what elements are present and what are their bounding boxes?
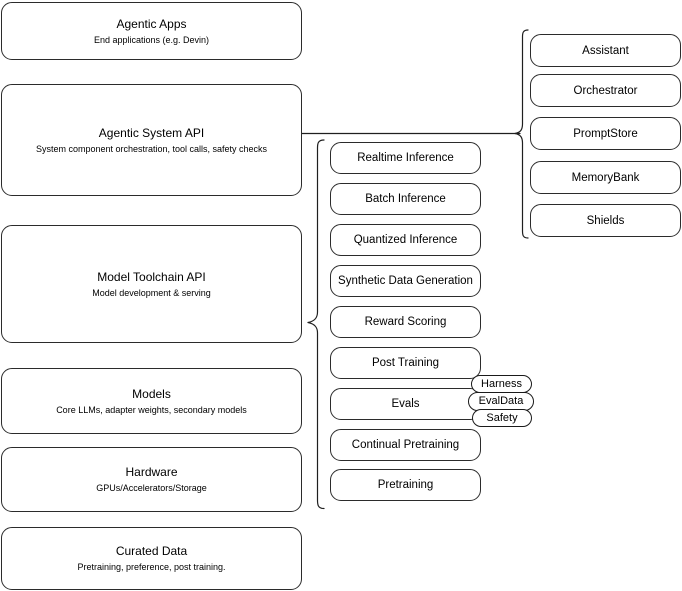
system-component-memorybank[interactable]: MemoryBank (530, 161, 681, 194)
evals-tag-label: Harness (481, 377, 522, 390)
system-component-promptstore[interactable]: PromptStore (530, 117, 681, 150)
capability-post-training[interactable]: Post Training (330, 347, 481, 379)
capability-realtime-inference[interactable]: Realtime Inference (330, 142, 481, 174)
layer-title: Hardware (125, 465, 178, 479)
capability-label: Realtime Inference (357, 152, 454, 164)
capability-synthetic-data-generation[interactable]: Synthetic Data Generation (330, 265, 481, 297)
layer-title: Agentic System API (98, 125, 205, 140)
system-components-brace (512, 26, 534, 248)
agentic-system-connector (300, 126, 524, 142)
system-component-label: PromptStore (573, 127, 638, 140)
layer-title: Model Toolchain API (97, 269, 206, 284)
system-component-label: Shields (586, 214, 625, 227)
system-component-label: Orchestrator (573, 84, 638, 97)
layer-title: Models (132, 386, 171, 401)
stack-layer-model-toolchain-api[interactable]: Model Toolchain API Model development & … (1, 225, 302, 343)
layer-subtitle: Pretraining, preference, post training. (77, 562, 226, 572)
layer-subtitle: Model development & serving (92, 287, 211, 298)
layer-subtitle: End applications (e.g. Devin) (93, 34, 210, 45)
layer-subtitle: Core LLMs, adapter weights, secondary mo… (56, 404, 247, 415)
stack-layer-models[interactable]: Models Core LLMs, adapter weights, secon… (1, 368, 302, 434)
capability-evals[interactable]: Evals (330, 388, 481, 420)
system-component-shields[interactable]: Shields (530, 204, 681, 237)
toolchain-capabilities-brace (304, 136, 328, 520)
system-component-label: Assistant (582, 44, 629, 57)
layer-subtitle: GPUs/Accelerators/Storage (96, 483, 207, 493)
capability-label: Continual Pretraining (351, 439, 460, 451)
capability-label: Reward Scoring (364, 316, 447, 328)
evals-tag-safety[interactable]: Safety (472, 409, 532, 427)
capability-pretraining[interactable]: Pretraining (330, 469, 481, 501)
stack-layer-agentic-apps[interactable]: Agentic Apps End applications (e.g. Devi… (1, 2, 302, 60)
capability-batch-inference[interactable]: Batch Inference (330, 183, 481, 215)
stack-layer-agentic-system-api[interactable]: Agentic System API System component orch… (1, 84, 302, 196)
layer-title: Agentic Apps (116, 16, 187, 31)
stack-layer-curated-data[interactable]: Curated Data Pretraining, preference, po… (1, 527, 302, 590)
evals-tag-harness[interactable]: Harness (471, 375, 532, 393)
capability-reward-scoring[interactable]: Reward Scoring (330, 306, 481, 338)
stack-layer-hardware[interactable]: Hardware GPUs/Accelerators/Storage (1, 447, 302, 512)
evals-tag-label: Safety (486, 411, 518, 424)
capability-label: Evals (391, 398, 420, 410)
system-component-label: MemoryBank (571, 171, 640, 184)
layer-title: Curated Data (115, 544, 188, 558)
system-component-assistant[interactable]: Assistant (530, 34, 681, 67)
capability-continual-pretraining[interactable]: Continual Pretraining (330, 429, 481, 461)
layer-subtitle: System component orchestration, tool cal… (35, 143, 268, 154)
capability-label: Pretraining (377, 479, 434, 491)
capability-label: Batch Inference (365, 193, 446, 205)
capability-quantized-inference[interactable]: Quantized Inference (330, 224, 481, 256)
capability-label: Post Training (371, 357, 440, 369)
capability-label: Synthetic Data Generation (338, 275, 473, 287)
system-component-orchestrator[interactable]: Orchestrator (530, 74, 681, 107)
evals-tag-label: EvalData (478, 395, 524, 407)
capability-label: Quantized Inference (353, 234, 458, 246)
